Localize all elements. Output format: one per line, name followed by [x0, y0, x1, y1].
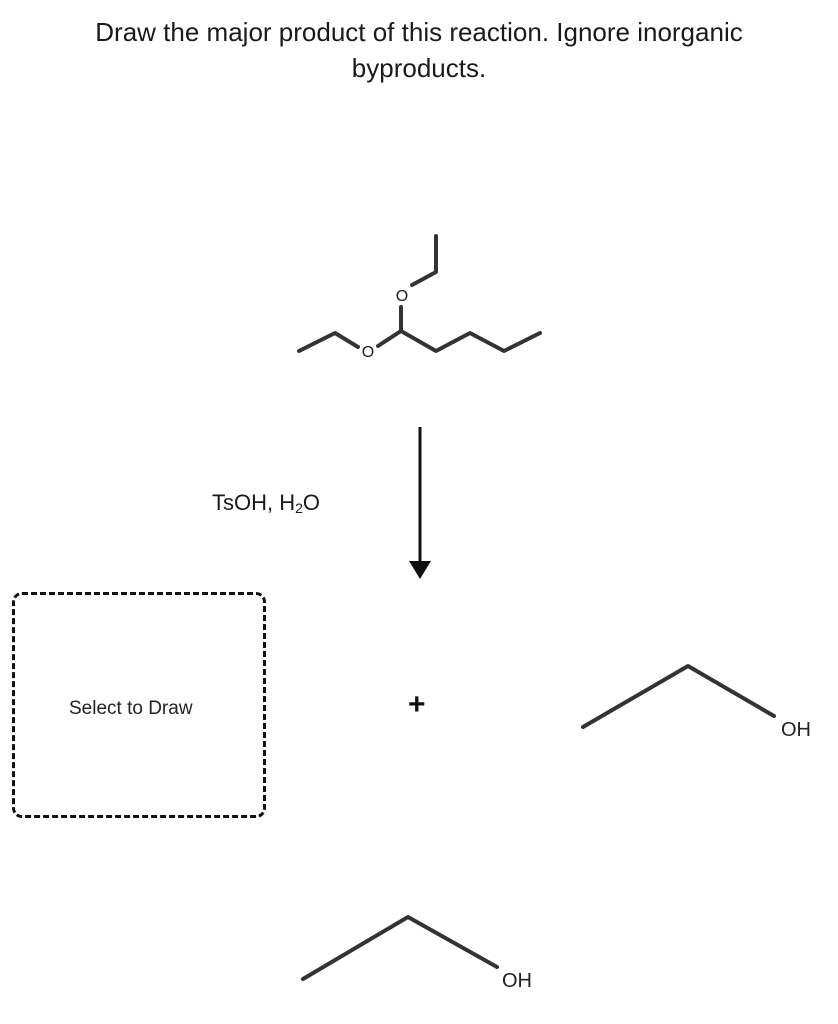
- plus-sign: +: [408, 688, 426, 721]
- byproduct-2-molecule: OH: [301, 915, 532, 992]
- reactant-ethyl-bond: [410, 234, 438, 287]
- select-to-draw-label: Select to Draw: [69, 698, 193, 719]
- arrow-head-icon: [409, 561, 431, 579]
- byproduct-1-bonds: [581, 664, 776, 729]
- byproduct-2-oh: OH: [502, 970, 532, 992]
- reactant-left-ethyl: [297, 331, 360, 353]
- question-text: Draw the major product of this reaction.…: [95, 17, 743, 83]
- reactant-main-chain: [376, 329, 542, 353]
- reactant-oxygen-top: O: [396, 288, 408, 305]
- reagents-label: TsOH, H2O: [212, 490, 321, 516]
- byproduct-2-bonds: [301, 915, 499, 981]
- byproduct-1-oh: OH: [781, 719, 811, 741]
- reactant-oxygen-left: O: [362, 344, 374, 361]
- reaction-arrow: [409, 427, 431, 579]
- select-to-draw-area[interactable]: Select to Draw: [12, 592, 266, 818]
- byproduct-1-molecule: OH: [581, 664, 811, 741]
- reactant-molecule: O O: [297, 234, 542, 361]
